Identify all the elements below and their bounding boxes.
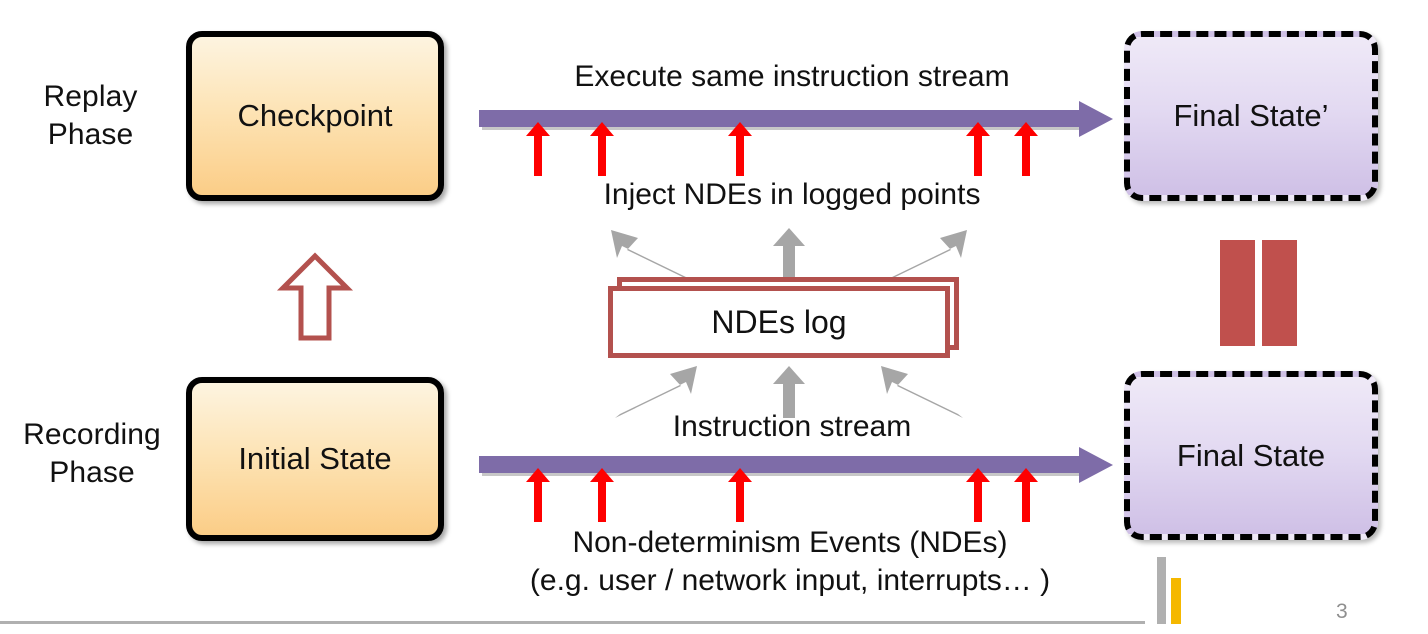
replay-stream-caption-below: Inject NDEs in logged points: [603, 178, 981, 211]
footer-accent-gray: [1157, 557, 1166, 624]
log-flow-arrow-in-up-center: [773, 366, 805, 418]
recording-nde-description: Non-determinism Events (NDEs) (e.g. user…: [460, 524, 1120, 600]
log-flow-arrow-up-center: [773, 228, 805, 280]
recording-nde-description-line2: (e.g. user / network input, interrupts… …: [529, 563, 1051, 597]
replay-stream-caption-above: Execute same instruction stream: [574, 60, 1010, 93]
recording-nde-event-markers: [526, 468, 1038, 522]
recording-phase-label: Recording Phase: [2, 416, 182, 493]
recording-phase-label-line2: Phase: [49, 456, 135, 490]
final-state-prime-label: Final State’: [1173, 98, 1329, 133]
log-flow-arrow-in-up-right: [615, 366, 697, 418]
recording-instruction-stream-arrow: [479, 447, 1113, 483]
equality-symbol: [1220, 240, 1300, 346]
nde-marker-3: [728, 468, 752, 522]
nde-marker-3: [728, 122, 752, 176]
replay-nde-event-markers: [526, 122, 1038, 176]
final-state-prime-box[interactable]: Final State’: [1124, 31, 1378, 201]
replay-instruction-stream-arrow: [479, 101, 1113, 137]
nde-marker-4: [966, 468, 990, 522]
final-state-label: Final State: [1176, 437, 1326, 473]
log-flow-arrow-up-left: [611, 230, 693, 282]
recording-to-log-flow-arrows: [615, 366, 963, 418]
footer-accent-gold: [1171, 578, 1181, 624]
replay-phase-label: Replay Phase: [8, 78, 173, 155]
final-state-box[interactable]: Final State: [1124, 371, 1378, 540]
recording-stream-caption-above: Instruction stream: [672, 410, 912, 443]
ndes-log-box[interactable]: NDEs log: [608, 286, 950, 358]
checkpoint-restore-arrow-icon: [276, 252, 354, 341]
replay-phase-label-line2: Phase: [47, 118, 134, 152]
nde-marker-2: [590, 122, 614, 176]
recording-nde-description-line1: Non-determinism Events (NDEs): [572, 526, 1008, 559]
page-number: 3: [1336, 600, 1348, 623]
nde-marker-5: [1014, 468, 1038, 522]
recording-phase-label-line1: Recording: [23, 418, 161, 451]
log-flow-arrow-in-up-left: [881, 366, 963, 418]
nde-marker-4: [966, 122, 990, 176]
initial-state-box-label: Initial State: [238, 441, 392, 476]
initial-state-box[interactable]: Initial State: [186, 377, 444, 541]
equality-bar-right: [1262, 240, 1297, 346]
footer-divider: [0, 621, 1145, 624]
ndes-log-label: NDEs log: [711, 303, 847, 340]
log-to-replay-flow-arrows: [611, 228, 967, 282]
checkpoint-box-label: Checkpoint: [237, 98, 393, 133]
checkpoint-box[interactable]: Checkpoint: [186, 31, 444, 201]
nde-marker-5: [1014, 122, 1038, 176]
nde-marker-1: [526, 122, 550, 176]
nde-marker-1: [526, 468, 550, 522]
equality-bar-left: [1220, 240, 1255, 346]
log-flow-arrow-up-right: [885, 230, 967, 282]
nde-marker-2: [590, 468, 614, 522]
replay-phase-label-line1: Replay: [43, 80, 138, 113]
